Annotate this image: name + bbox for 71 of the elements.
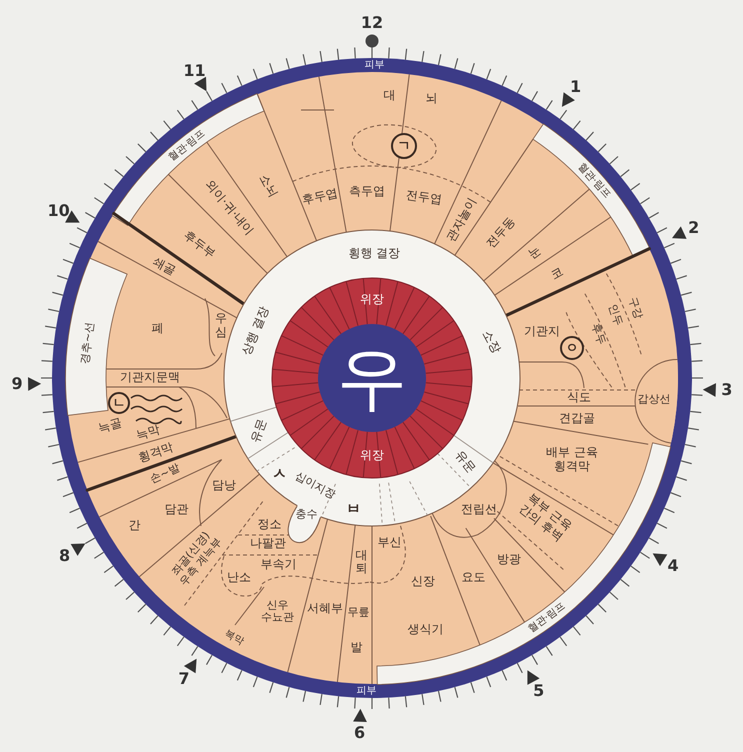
- zone-label: 측두엽: [349, 185, 386, 199]
- zone-label: 신우 수뇨관: [260, 599, 296, 624]
- zone-label: 배부 근육 횡격막: [545, 446, 599, 474]
- zone-label: 유문: [452, 448, 478, 476]
- zone-label: 대퇴: [354, 548, 368, 576]
- clock-number: 9: [12, 375, 23, 394]
- clock-number: 10: [47, 202, 70, 220]
- zone-label: 눈: [526, 243, 544, 262]
- zone-label: 담낭: [212, 478, 236, 492]
- zone-label: 늑막: [134, 423, 162, 442]
- zone-label: 정소: [257, 518, 282, 532]
- marker-letter: ㅇ: [566, 342, 578, 354]
- clock-number: 1: [570, 78, 582, 96]
- zone-label: 부속기: [260, 558, 297, 572]
- zone-label: 뇌: [425, 92, 438, 106]
- clock-number: 6: [354, 724, 366, 742]
- zone-letter: ㅂ: [346, 500, 362, 518]
- zone-label: 후두: [588, 322, 608, 346]
- clock-number: 2: [688, 218, 700, 238]
- ring-label: 경추~선: [79, 321, 97, 365]
- marker-letter: ㄴ: [112, 396, 126, 410]
- clock-number: 11: [183, 61, 206, 80]
- zone-label: 방광: [497, 553, 522, 567]
- zone-label: 담관: [164, 503, 188, 517]
- zone-label: 무릎: [348, 606, 370, 619]
- zone-label: 생식기: [408, 624, 444, 638]
- zone-label: 복부 근육 간의 후벽: [515, 489, 576, 546]
- clock-number: 3: [721, 381, 732, 400]
- zone-label: 후두엽: [301, 186, 340, 208]
- side-letter: 우: [337, 343, 407, 413]
- zone-label: 우심: [214, 312, 228, 340]
- ring-label: 피부: [364, 59, 385, 71]
- zone-label: 대: [383, 88, 396, 102]
- zone-label: 식도: [567, 391, 591, 405]
- zone-label: 나팔관: [250, 537, 286, 552]
- zone-label: 폐: [152, 322, 164, 336]
- zone-label: 소뇌: [256, 172, 280, 200]
- zone-label: 상행 결장: [240, 304, 272, 358]
- zone-label: 위장: [360, 293, 384, 307]
- zone-label: 전립선: [461, 503, 497, 517]
- zone-label: 위장: [360, 449, 384, 463]
- clock-number: 8: [59, 546, 70, 565]
- clock-number: 4: [668, 556, 679, 576]
- zone-label: 구강: [625, 295, 644, 320]
- zone-label: 늑골: [96, 416, 124, 436]
- zone-label: 코: [548, 264, 566, 283]
- zone-label: 유문: [248, 417, 270, 444]
- zone-label: 전두엽: [404, 188, 442, 208]
- zone-label: 갑상선: [638, 394, 671, 406]
- zone-label: 소장: [478, 328, 502, 356]
- zone-label: 복막: [222, 628, 246, 648]
- zone-label: 신장: [410, 574, 435, 589]
- zone-label: 쇄골: [150, 255, 178, 279]
- zone-label: 기관지: [524, 326, 560, 340]
- ring-label: 피부: [356, 685, 376, 697]
- clock-number: 7: [178, 670, 190, 688]
- zone-letter: ㅅ: [272, 465, 288, 482]
- clock-number: 12: [360, 14, 384, 32]
- zone-label: 서혜부: [306, 602, 343, 616]
- zone-label: 견갑골: [559, 412, 595, 426]
- zone-label: 기관지문맥: [120, 371, 180, 385]
- zone-label: 부신: [377, 536, 402, 550]
- zone-label: 발: [350, 640, 362, 654]
- zone-label: 인두: [606, 302, 624, 328]
- zone-label: 충수: [296, 508, 318, 522]
- zone-label: 요도: [462, 570, 486, 584]
- marker-letter: ㄱ: [398, 140, 411, 153]
- zone-label: 난소: [227, 571, 251, 585]
- zone-label: 횡행 결장: [348, 247, 400, 261]
- zone-label: 간: [128, 520, 140, 534]
- clock-number: 5: [533, 682, 544, 701]
